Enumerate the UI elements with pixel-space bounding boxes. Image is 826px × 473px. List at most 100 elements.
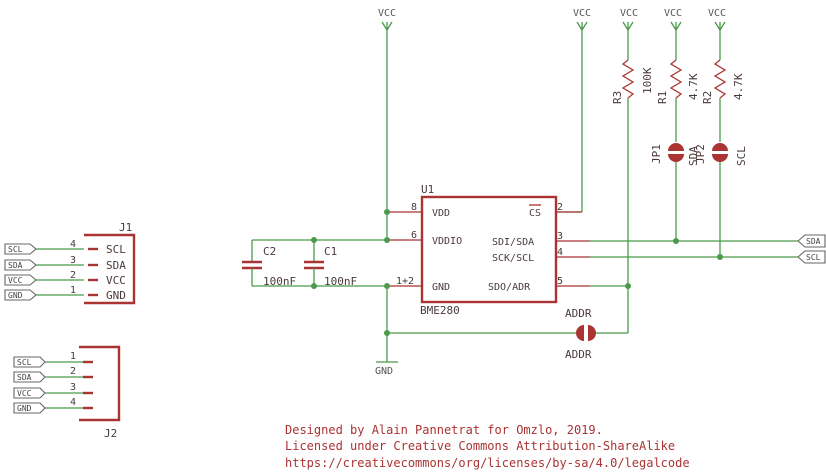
vcc-symbol-u1-cs: VCC — [557, 8, 591, 213]
u1-pin-num-vddio: 6 — [411, 230, 417, 241]
connector-j1: J1 SCL 4 SCL SDA 3 SDA VCC 2 VCC G — [4, 221, 136, 305]
junction-dot — [717, 254, 723, 260]
vcc-label: VCC — [708, 8, 726, 19]
junction-dot — [384, 209, 390, 215]
jp1-label: SDA — [687, 146, 700, 166]
j2-pin-scl: SCL 1 — [13, 351, 93, 368]
vcc-label: VCC — [620, 8, 638, 19]
vcc-symbol-r1: VCC — [664, 8, 682, 60]
svg-text:VCC: VCC — [8, 276, 23, 285]
u1-pin-num-vdd: 8 — [411, 202, 417, 213]
r1-ref: R1 — [656, 91, 669, 104]
gnd-label: GND — [375, 366, 393, 377]
resistor-r2: R2 4.7K — [701, 59, 745, 104]
svg-text:4: 4 — [70, 239, 76, 250]
credits-block: Designed by Alain Pannetrat for Omzlo, 2… — [285, 423, 690, 470]
svg-text:SDA: SDA — [8, 261, 23, 270]
svg-text:4: 4 — [70, 397, 76, 408]
svg-text:1: 1 — [70, 285, 76, 296]
net-flag-sda-right: SDA — [797, 234, 826, 248]
r3-ref: R3 — [611, 91, 624, 104]
svg-text:SCL: SCL — [17, 358, 32, 367]
credit-line-3: https://creativecommons/org/licenses/by-… — [285, 456, 690, 470]
j1-pin-gnd: GND 1 GND — [4, 285, 126, 302]
r1-value: 4.7K — [687, 73, 700, 100]
capacitor-c2: C2 100nF — [242, 240, 296, 288]
svg-text:VCC: VCC — [17, 389, 32, 398]
junction-dot — [625, 283, 631, 289]
resistor-r3: R3 100K — [611, 59, 654, 104]
vcc-symbol-u1-vdd: VCC — [378, 8, 396, 240]
u1-pin-num-sdi: 3 — [557, 231, 563, 242]
u1-body — [420, 195, 558, 304]
r3-value: 100K — [641, 67, 654, 94]
vcc-label: VCC — [378, 8, 396, 19]
u1-pin-num-sdo: 5 — [557, 276, 563, 287]
connector-j2: J2 SCL 1 SDA 2 VCC 3 GND 4 — [13, 345, 121, 440]
junction-dot — [384, 330, 390, 336]
u1-pin-num-cs: 2 — [557, 202, 563, 213]
junction-dot — [384, 283, 390, 289]
c2-ref: C2 — [263, 245, 276, 258]
addr-label-bottom: ADDR — [565, 348, 592, 361]
svg-text:SDA: SDA — [106, 259, 126, 272]
j1-pin-scl: SCL 4 SCL — [4, 239, 126, 256]
svg-text:GND: GND — [17, 404, 32, 413]
j2-pin-gnd: GND 4 — [13, 397, 93, 414]
r2-value: 4.7K — [732, 73, 745, 100]
c2-value: 100nF — [263, 275, 296, 288]
r2-ref: R2 — [701, 91, 714, 104]
jp1-ref: JP1 — [650, 144, 663, 164]
junction-dot — [311, 283, 317, 289]
j2-ref: J2 — [104, 427, 117, 440]
jp2-ref: JP2 — [694, 144, 707, 164]
junction-dot — [311, 237, 317, 243]
u1-pin-sdi-sda: SDI/SDA — [492, 237, 534, 248]
ic-u1-bme280: U1 BME280 8 6 1+2 VDD VDDIO GND 2 3 4 5 … — [387, 183, 590, 317]
capacitor-c1: C1 100nF — [304, 240, 357, 288]
resistor-r1: R1 4.7K — [656, 59, 700, 104]
svg-text:3: 3 — [70, 255, 76, 266]
junction-dot — [384, 237, 390, 243]
u1-pin-cs: CS — [529, 208, 541, 219]
c1-value: 100nF — [324, 275, 357, 288]
solder-jumper-jp2: JP2 SCL — [694, 143, 748, 166]
j1-pin-vcc: VCC 2 VCC — [4, 270, 126, 287]
j1-ref: J1 — [119, 221, 132, 234]
j1-pin-sda: SDA 3 SDA — [4, 255, 126, 272]
solder-jumper-jp1: JP1 SDA — [650, 143, 700, 166]
u1-part: BME280 — [420, 304, 460, 317]
credit-line-2: Licensed under Creative Commons Attribut… — [285, 439, 675, 453]
net-flag-label: SDA — [806, 237, 821, 246]
svg-text:2: 2 — [70, 270, 76, 281]
solder-jumper-addr: ADDR ADDR — [565, 307, 596, 361]
u1-pin-gnd: GND — [432, 282, 450, 293]
svg-text:SCL: SCL — [106, 243, 126, 256]
u1-pin-num-sck: 4 — [557, 247, 563, 258]
c1-ref: C1 — [324, 245, 337, 258]
svg-text:VCC: VCC — [106, 274, 126, 287]
svg-text:3: 3 — [70, 382, 76, 393]
svg-text:GND: GND — [8, 291, 23, 300]
net-flag-label: SCL — [806, 253, 821, 262]
svg-text:SDA: SDA — [17, 373, 32, 382]
jp2-label: SCL — [735, 146, 748, 166]
j2-pin-vcc: VCC 3 — [13, 382, 93, 399]
svg-text:2: 2 — [70, 366, 76, 377]
j2-pin-sda: SDA 2 — [13, 366, 93, 383]
u1-pin-sck-scl: SCK/SCL — [492, 253, 534, 264]
vcc-symbol-r2: VCC — [708, 8, 726, 60]
u1-pin-sdo-adr: SDO/ADR — [488, 282, 531, 293]
junction-dots — [311, 209, 723, 336]
credit-line-1: Designed by Alain Pannetrat for Omzlo, 2… — [285, 423, 603, 437]
vcc-label: VCC — [664, 8, 682, 19]
net-flag-scl-right: SCL — [797, 250, 826, 264]
svg-text:SCL: SCL — [8, 245, 23, 254]
gnd-symbol: GND — [375, 361, 398, 377]
addr-label-top: ADDR — [565, 307, 592, 320]
u1-ref: U1 — [421, 183, 434, 196]
u1-pin-vddio: VDDIO — [432, 236, 462, 247]
svg-text:GND: GND — [106, 289, 126, 302]
u1-pin-num-gnd: 1+2 — [396, 276, 414, 287]
